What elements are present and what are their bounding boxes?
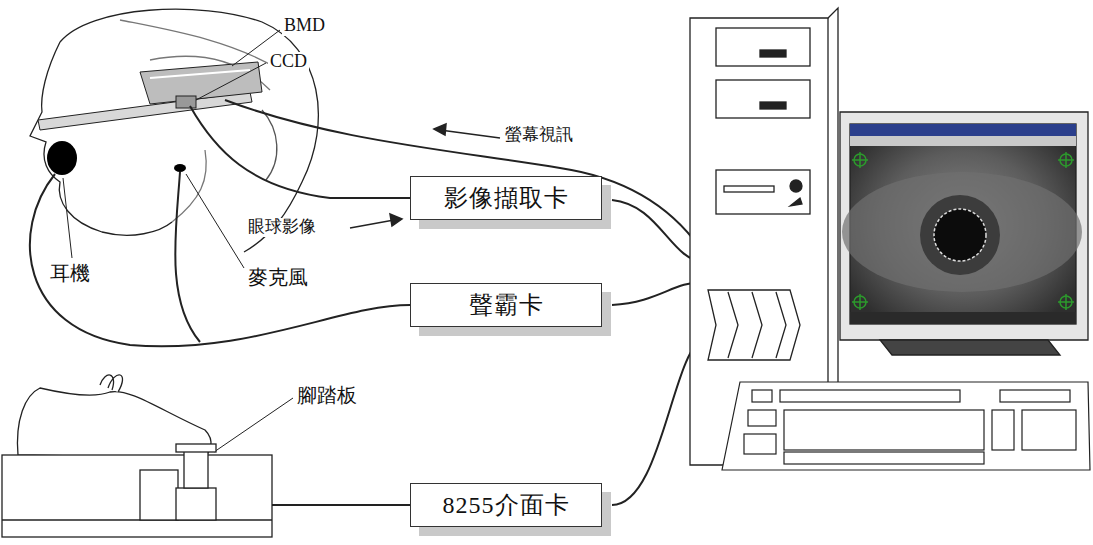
- card-box: 聲霸卡: [410, 283, 602, 327]
- part-label: 耳機: [48, 262, 92, 284]
- card-box: 影像擷取卡: [410, 176, 602, 220]
- card-label: 影像擷取卡: [444, 182, 569, 214]
- part-label: 螢幕視訊: [503, 126, 575, 145]
- part-label: 腳踏板: [295, 384, 359, 406]
- card-label: 8255介面卡: [443, 489, 570, 521]
- card-label: 聲霸卡: [469, 289, 544, 321]
- part-label: 眼球影像: [246, 218, 318, 237]
- part-label: CCD: [268, 52, 309, 72]
- part-label: 麥克風: [246, 266, 310, 288]
- card-box: 8255介面卡: [410, 483, 602, 527]
- part-label: BMD: [282, 16, 327, 36]
